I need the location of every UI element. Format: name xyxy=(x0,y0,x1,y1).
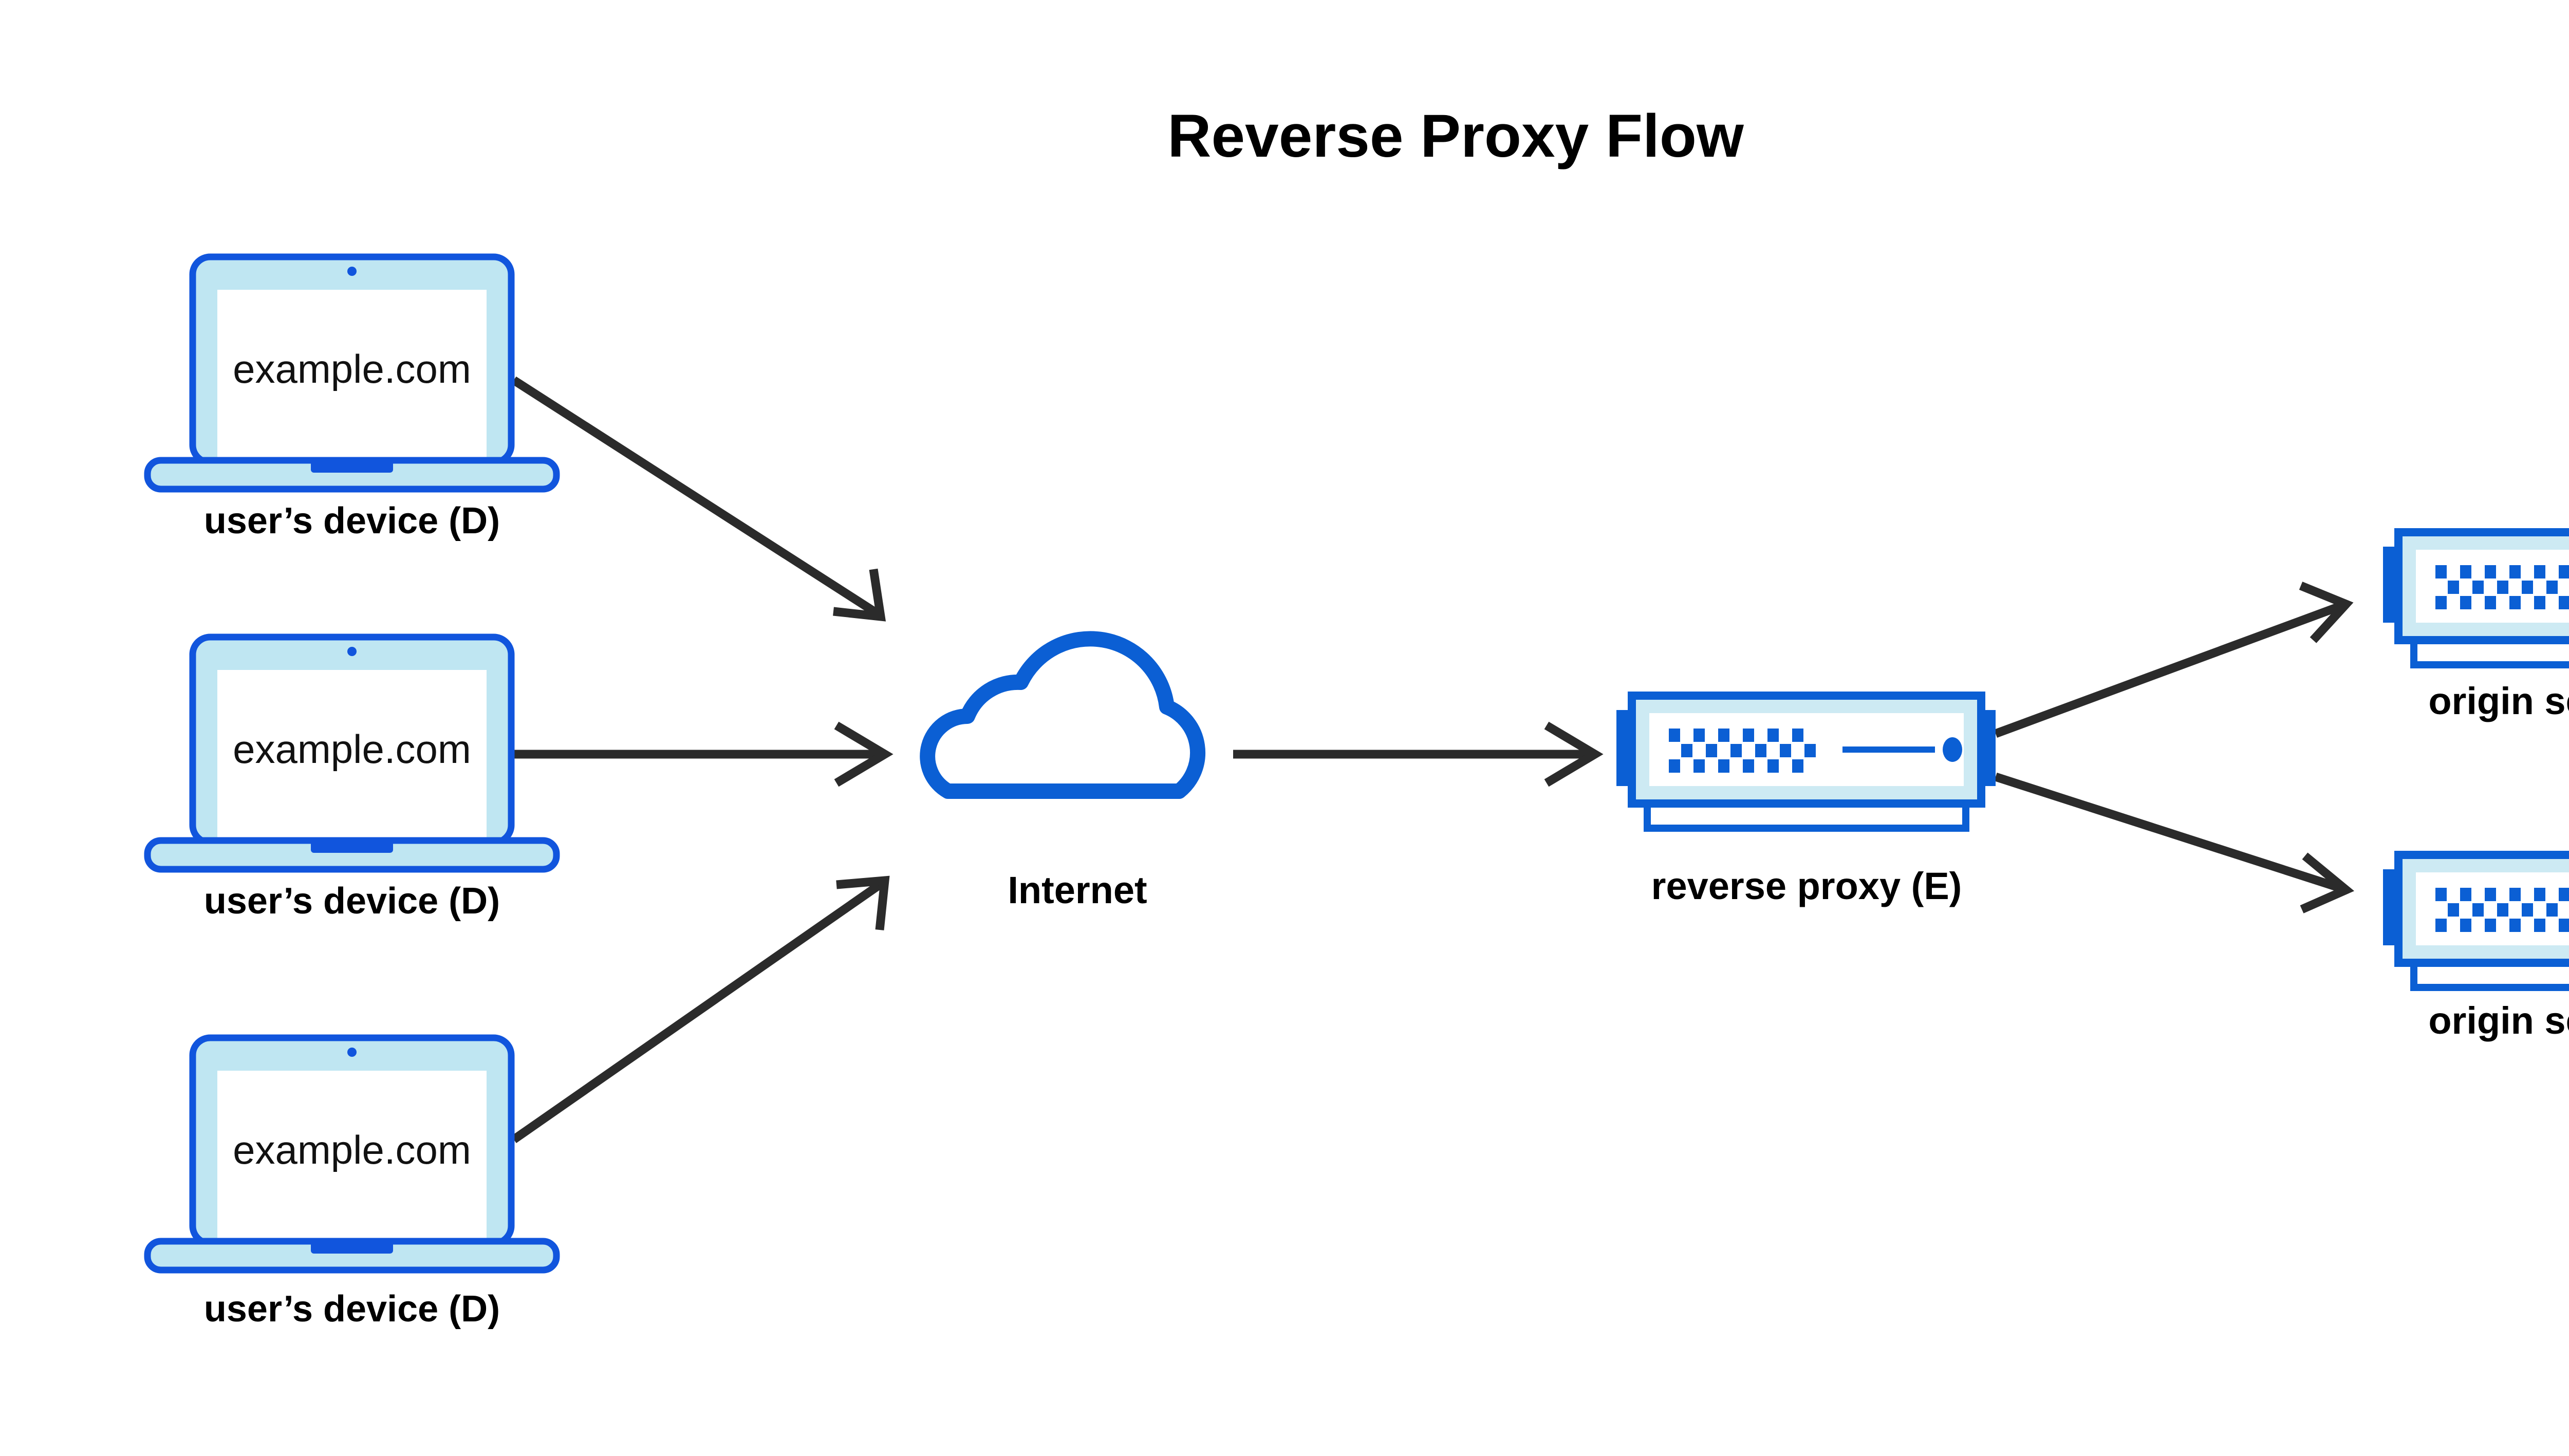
node-internet-cloud[interactable]: Internet xyxy=(927,639,1198,911)
node-user-device-top[interactable]: example.com user’s device (D) xyxy=(147,257,556,542)
edge-cloud-to-proxy xyxy=(1233,721,1604,787)
device-label: user’s device (D) xyxy=(204,500,500,542)
server-icon xyxy=(1616,696,1996,828)
server-icon xyxy=(2383,532,2569,665)
proxy-label: reverse proxy (E) xyxy=(1651,865,1962,907)
server-icon xyxy=(2383,855,2569,987)
page-title: Reverse Proxy Flow xyxy=(1167,102,1744,170)
device-label: user’s device (D) xyxy=(204,1289,500,1330)
edges-group xyxy=(511,376,2355,1143)
origin-label: origin server (F) xyxy=(2428,680,2569,722)
node-user-device-middle[interactable]: example.com user’s device (D) xyxy=(147,637,556,922)
node-origin-server-bottom[interactable]: origin server (F) xyxy=(2383,855,2569,1042)
origin-label: origin server (F) xyxy=(2428,999,2569,1042)
edge-proxy-to-origin-bottom xyxy=(1994,772,2355,913)
cloud-label: Internet xyxy=(1008,869,1147,911)
node-reverse-proxy[interactable]: reverse proxy (E) xyxy=(1616,696,1996,907)
edge-device-middle-to-cloud xyxy=(514,721,893,787)
device-screen-url: example.com xyxy=(233,1127,471,1172)
edge-proxy-to-origin-top xyxy=(1994,582,2354,738)
device-screen-url: example.com xyxy=(233,726,471,772)
edge-device-top-to-cloud xyxy=(511,376,886,622)
device-label: user’s device (D) xyxy=(204,881,500,922)
edge-device-bottom-to-cloud xyxy=(511,875,890,1143)
device-screen-url: example.com xyxy=(233,346,471,391)
node-origin-server-top[interactable]: origin server (F) xyxy=(2383,532,2569,722)
node-user-device-bottom[interactable]: example.com user’s device (D) xyxy=(147,1038,556,1330)
cloud-icon xyxy=(927,639,1198,791)
